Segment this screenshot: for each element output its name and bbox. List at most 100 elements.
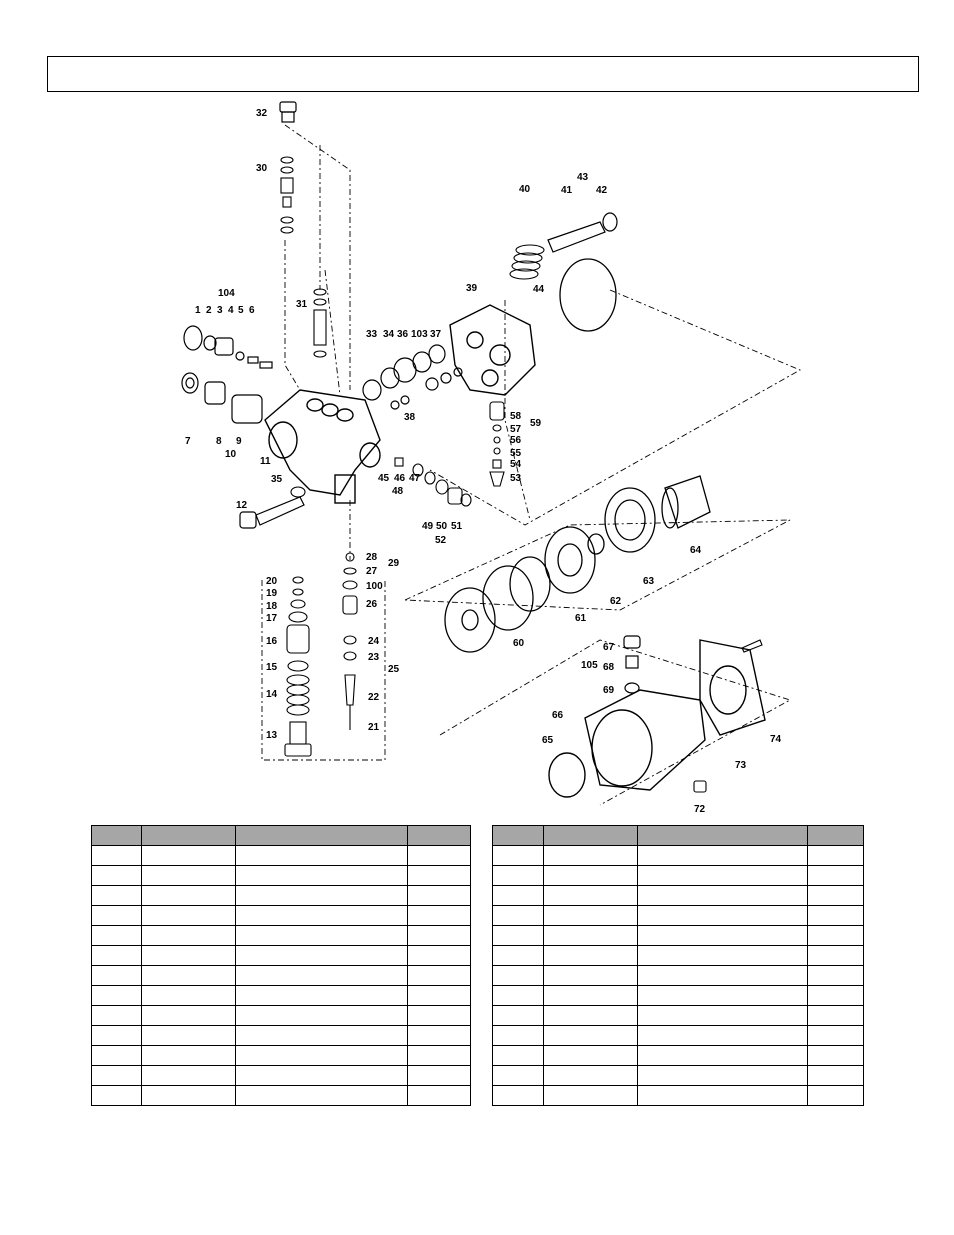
callout-label: 50: [436, 521, 448, 532]
table-cell: [807, 1085, 864, 1106]
table-row: [91, 985, 471, 1006]
callout-label: 49: [422, 521, 434, 532]
table-cell: [141, 985, 236, 1006]
table-row: [91, 1045, 471, 1066]
table-cell: [407, 945, 471, 966]
callout-label: 38: [404, 412, 416, 423]
callout-label: 37: [430, 329, 442, 340]
callout-label: 25: [388, 664, 400, 675]
table-cell: [91, 965, 142, 986]
table-cell: [543, 945, 638, 966]
table-cell: [543, 845, 638, 866]
table-cell: [807, 885, 864, 906]
table-cell: [235, 885, 408, 906]
callout-label: 64: [690, 545, 702, 556]
table-cell: [235, 865, 408, 886]
table-cell: [235, 985, 408, 1006]
callout-label: 105: [581, 660, 598, 671]
table-cell: [91, 865, 142, 886]
callout-label: 19: [266, 588, 278, 599]
callout-label: 13: [266, 730, 278, 741]
callout-label: 28: [366, 552, 378, 563]
table-cell: [807, 1045, 864, 1066]
callout-label: 41: [561, 185, 573, 196]
callout-label: 34: [383, 329, 395, 340]
callout-label: 4: [228, 305, 234, 316]
callout-label: 62: [610, 596, 622, 607]
callout-label: 40: [519, 184, 531, 195]
table-row: [492, 1045, 864, 1066]
table-row: [492, 945, 864, 966]
callout-label: 104: [218, 288, 235, 299]
callout-label: 18: [266, 601, 278, 612]
table-row: [492, 865, 864, 886]
callout-label: 21: [368, 722, 380, 733]
table-row: [91, 845, 471, 866]
part-73-cover: [699, 639, 766, 736]
callout-label: 36: [397, 329, 409, 340]
callout-label: 61: [575, 613, 587, 624]
part-39-manifold: [449, 304, 536, 396]
part-32-cap: [279, 101, 297, 123]
table-row: [91, 945, 471, 966]
parts-33-38-seals: [362, 344, 463, 410]
table-cell: [492, 1065, 544, 1086]
callout-label: 26: [366, 599, 378, 610]
table-cell: [91, 1085, 142, 1106]
table-cell: [492, 845, 544, 866]
table-cell: [492, 985, 544, 1006]
table-cell: [235, 945, 408, 966]
table-cell: [407, 1025, 471, 1046]
part-44-o-ring: [559, 258, 617, 332]
table-cell: [141, 1045, 236, 1066]
table-cell: [235, 845, 408, 866]
callout-label: 73: [735, 760, 747, 771]
part-40-spring: [509, 244, 545, 280]
callout-label: 30: [256, 163, 268, 174]
table-cell: [407, 1085, 471, 1106]
table-cell: [235, 1085, 408, 1106]
table-cell: [235, 925, 408, 946]
table-cell: [637, 1005, 808, 1026]
table-cell: [543, 865, 638, 886]
table-cell: [141, 865, 236, 886]
table-row: [492, 1065, 864, 1086]
parts-45-52-seal-group: [394, 457, 472, 507]
table-cell: [807, 845, 864, 866]
table-row: [91, 905, 471, 926]
table-row: [91, 1025, 471, 1046]
callout-label: 45: [378, 473, 390, 484]
table-row: [492, 885, 864, 906]
table-cell: [492, 965, 544, 986]
table-cell: [637, 1085, 808, 1106]
callout-labels: 32 30 31 104 1 2 3 4 5 6 7 8 9 10 11 12 …: [185, 108, 782, 815]
callout-label: 20: [266, 576, 278, 587]
table-cell: [235, 1005, 408, 1026]
table-cell: [141, 925, 236, 946]
callout-label: 48: [392, 486, 404, 497]
callout-label: 63: [643, 576, 655, 587]
table-row: [492, 1025, 864, 1046]
table-cell: [235, 1045, 408, 1066]
table-cell: [637, 1045, 808, 1066]
table-row: [91, 1065, 471, 1086]
part-66-crankcase: [548, 689, 706, 798]
table-row: [91, 1005, 471, 1026]
table-cell: [235, 1025, 408, 1046]
table-header-row: [492, 825, 864, 846]
callout-label: 8: [216, 436, 222, 447]
table-cell: [807, 945, 864, 966]
callout-label: 35: [271, 474, 283, 485]
table-cell: [492, 865, 544, 886]
table-cell: [543, 1085, 638, 1106]
parts-table-right: [492, 825, 864, 1106]
callout-label: 69: [603, 685, 615, 696]
table-cell: [91, 1025, 142, 1046]
part-41-piston: [547, 221, 606, 253]
part-35-washer: [290, 486, 306, 498]
table-cell: [543, 965, 638, 986]
table-cell: [492, 945, 544, 966]
callout-label: 43: [577, 172, 589, 183]
table-row: [91, 965, 471, 986]
callout-label: 9: [236, 436, 242, 447]
